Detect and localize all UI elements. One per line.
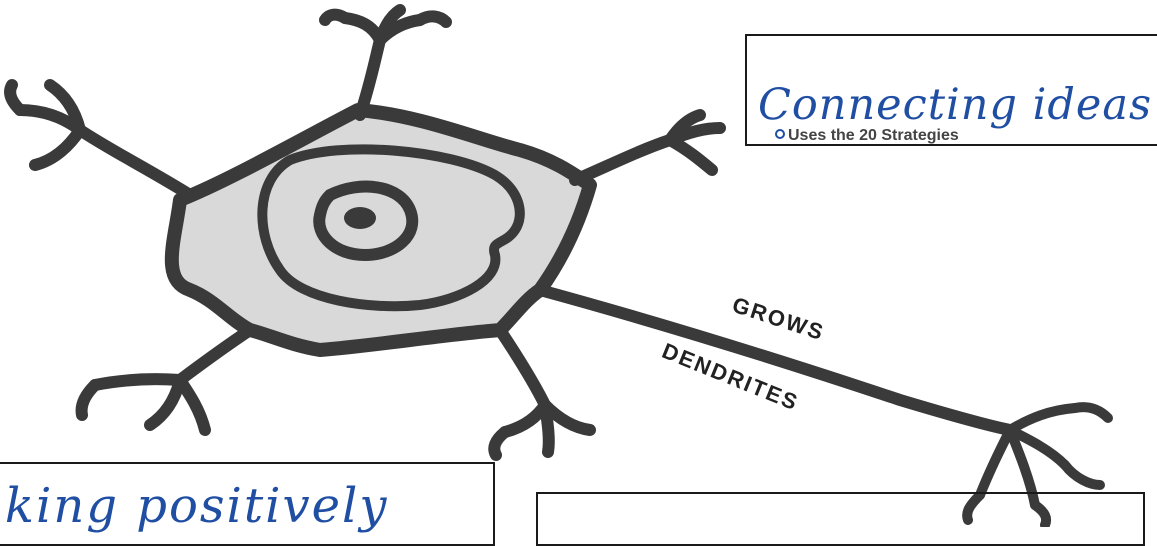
note-title-top-right: Connecting ideas xyxy=(758,80,1152,130)
bullet-icon xyxy=(775,129,785,139)
note-box-bottom-right xyxy=(536,492,1145,546)
dendrite-bottom xyxy=(494,330,590,455)
nucleus-membrane xyxy=(262,149,519,306)
dendrite-right-upper xyxy=(575,115,720,180)
dendrite-bottom-left xyxy=(82,330,250,430)
strategy-bullet: Uses the 20 Strategies xyxy=(775,127,959,145)
dendrite-top-left xyxy=(10,85,190,195)
note-title-bottom-left: nking positively xyxy=(0,478,389,534)
strategy-bullet-text: Uses the 20 Strategies xyxy=(788,127,959,144)
nucleolus xyxy=(344,207,376,229)
dendrite-top xyxy=(325,10,446,115)
